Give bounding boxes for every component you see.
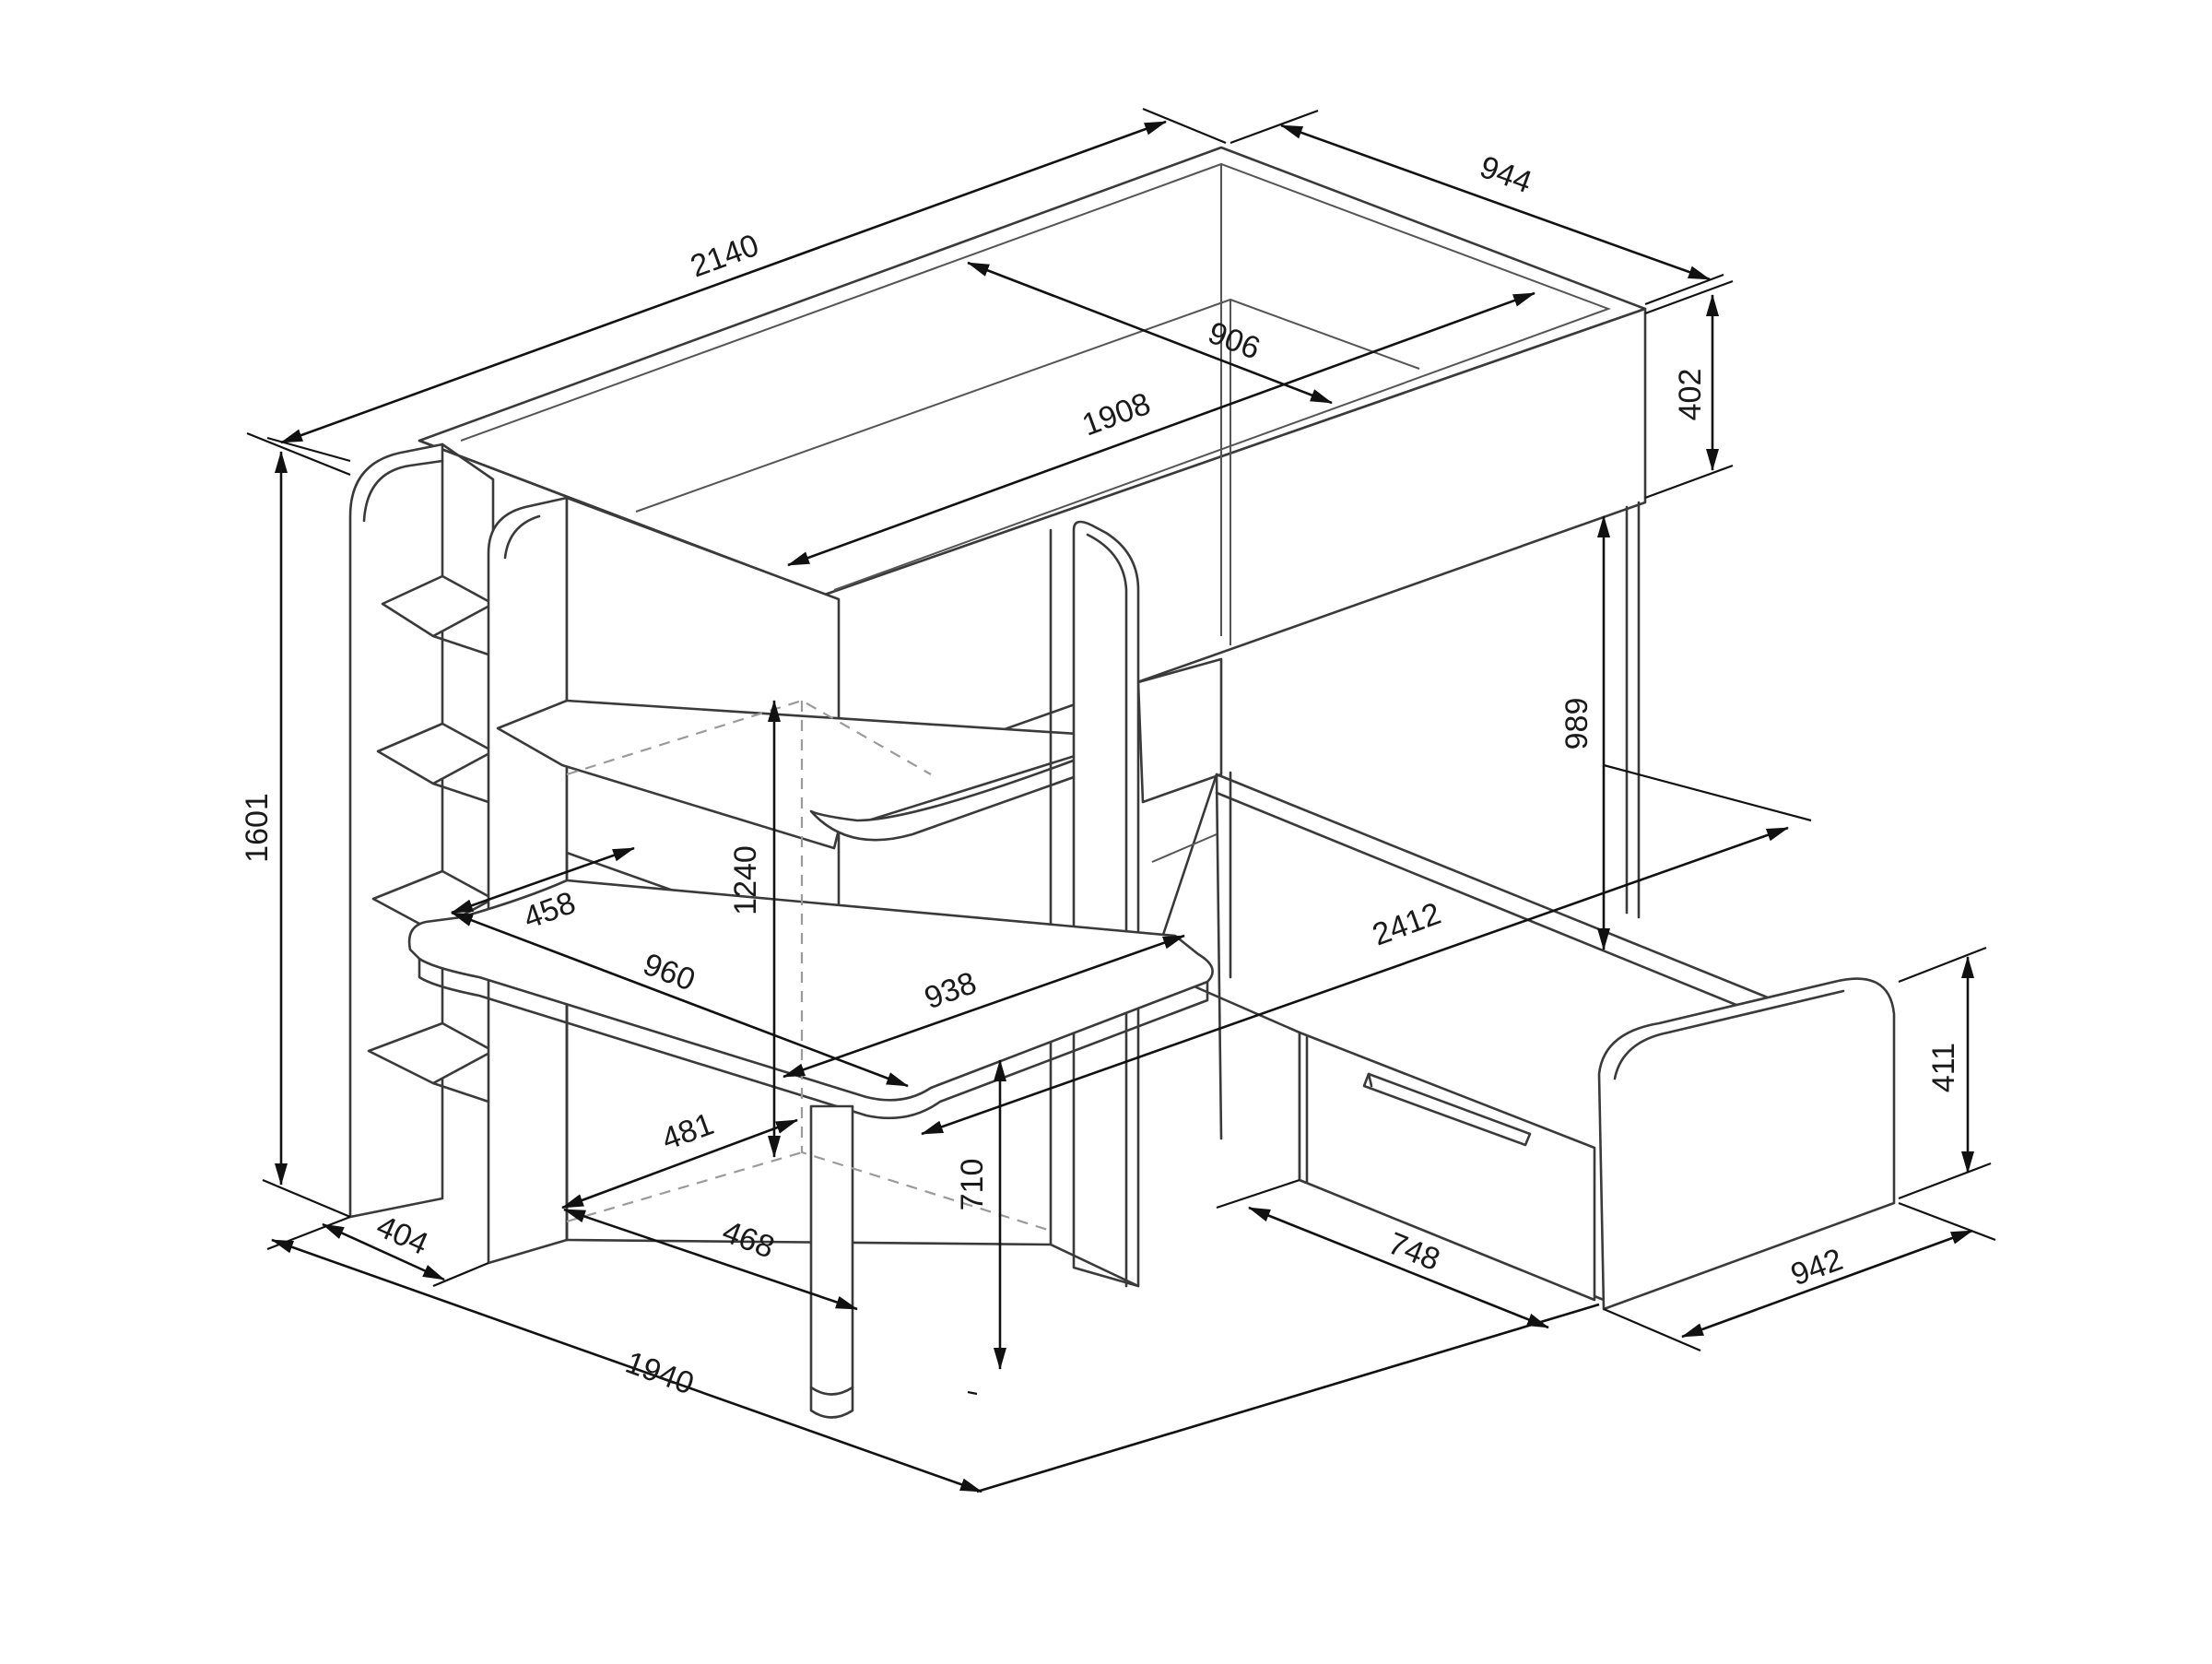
bed-structure <box>348 146 1896 1419</box>
ladder-shelf-unit <box>348 443 495 1219</box>
label-desk-height: 710 <box>955 1159 990 1211</box>
label-lower-bed-width: 942 <box>1786 1242 1847 1292</box>
dimension-lines <box>246 107 1996 1493</box>
label-leg-span: 468 <box>718 1214 780 1266</box>
label-shelf-unit-height: 1240 <box>728 845 763 915</box>
label-inner-depth: 481 <box>657 1106 718 1157</box>
label-total-length: 2140 <box>686 228 763 285</box>
label-guard-height: 402 <box>1673 369 1708 421</box>
lower-bed <box>1150 771 1896 1311</box>
label-lower-bed-height: 411 <box>1926 1043 1961 1092</box>
label-under-bed-clearance: 989 <box>1559 698 1594 750</box>
label-total-height: 1601 <box>240 793 275 863</box>
label-overall-width: 1940 <box>621 1345 699 1402</box>
label-side-depth: 404 <box>371 1209 433 1262</box>
label-total-depth: 944 <box>1476 149 1536 200</box>
